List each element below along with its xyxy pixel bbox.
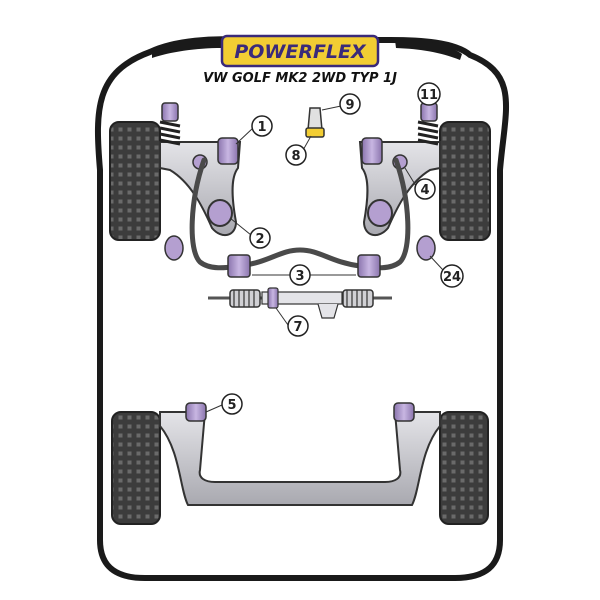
anti-roll-bar [189, 157, 411, 271]
tyre-rear-left [111, 411, 161, 525]
bush-24-right [416, 235, 436, 261]
engine-mount [307, 107, 323, 131]
callout-2: 2 [249, 227, 271, 249]
callout-5-label: 5 [227, 398, 236, 413]
engine-mount-insert [305, 127, 325, 138]
callout-1-label: 1 [257, 120, 266, 135]
callout-5: 5 [221, 393, 243, 415]
callout-24-label: 24 [443, 270, 461, 285]
callout-7-label: 7 [293, 320, 302, 335]
top-mount-left [161, 102, 179, 122]
spring-right [417, 120, 439, 146]
tyre-rear-right [439, 411, 489, 525]
callout-3-label: 3 [295, 269, 304, 284]
headlight-left [152, 38, 224, 58]
callout-4: 4 [414, 178, 436, 200]
brand-wordmark: POWERFLEX [234, 41, 367, 63]
callout-3: 3 [289, 264, 311, 286]
spring-left [159, 120, 181, 146]
bush-arb-right [357, 254, 381, 278]
callout-1: 1 [251, 115, 273, 137]
powerflex-logo: POWERFLEX [220, 34, 380, 68]
callout-8-label: 8 [291, 149, 300, 164]
callout-24: 24 [440, 264, 464, 288]
bush-steering-rack [267, 287, 279, 309]
callout-2-label: 2 [255, 232, 264, 247]
bush-wishbone-front-right [361, 137, 383, 165]
callout-7: 7 [287, 315, 309, 337]
callout-9: 9 [339, 93, 361, 115]
callout-11: 11 [417, 82, 441, 106]
callout-11-label: 11 [420, 88, 438, 103]
steering-rack [208, 289, 392, 319]
bush-wishbone-rear-left [207, 199, 233, 227]
tyre-front-right [439, 121, 491, 241]
callout-9-label: 9 [345, 98, 354, 113]
tyre-front-left [109, 121, 161, 241]
bush-wishbone-rear-right [367, 199, 393, 227]
bush-rear-beam-left [185, 402, 207, 422]
vehicle-model: VW GOLF MK2 2WD TYP 1J [203, 71, 397, 86]
callout-8: 8 [285, 144, 307, 166]
headlight-right [395, 39, 462, 60]
bush-rear-beam-right [393, 402, 415, 422]
bush-wishbone-front-left [217, 137, 239, 165]
bush-24-left [164, 235, 184, 261]
bush-arb-left [227, 254, 251, 278]
callout-4-label: 4 [420, 183, 429, 198]
leader-lines [205, 94, 444, 413]
